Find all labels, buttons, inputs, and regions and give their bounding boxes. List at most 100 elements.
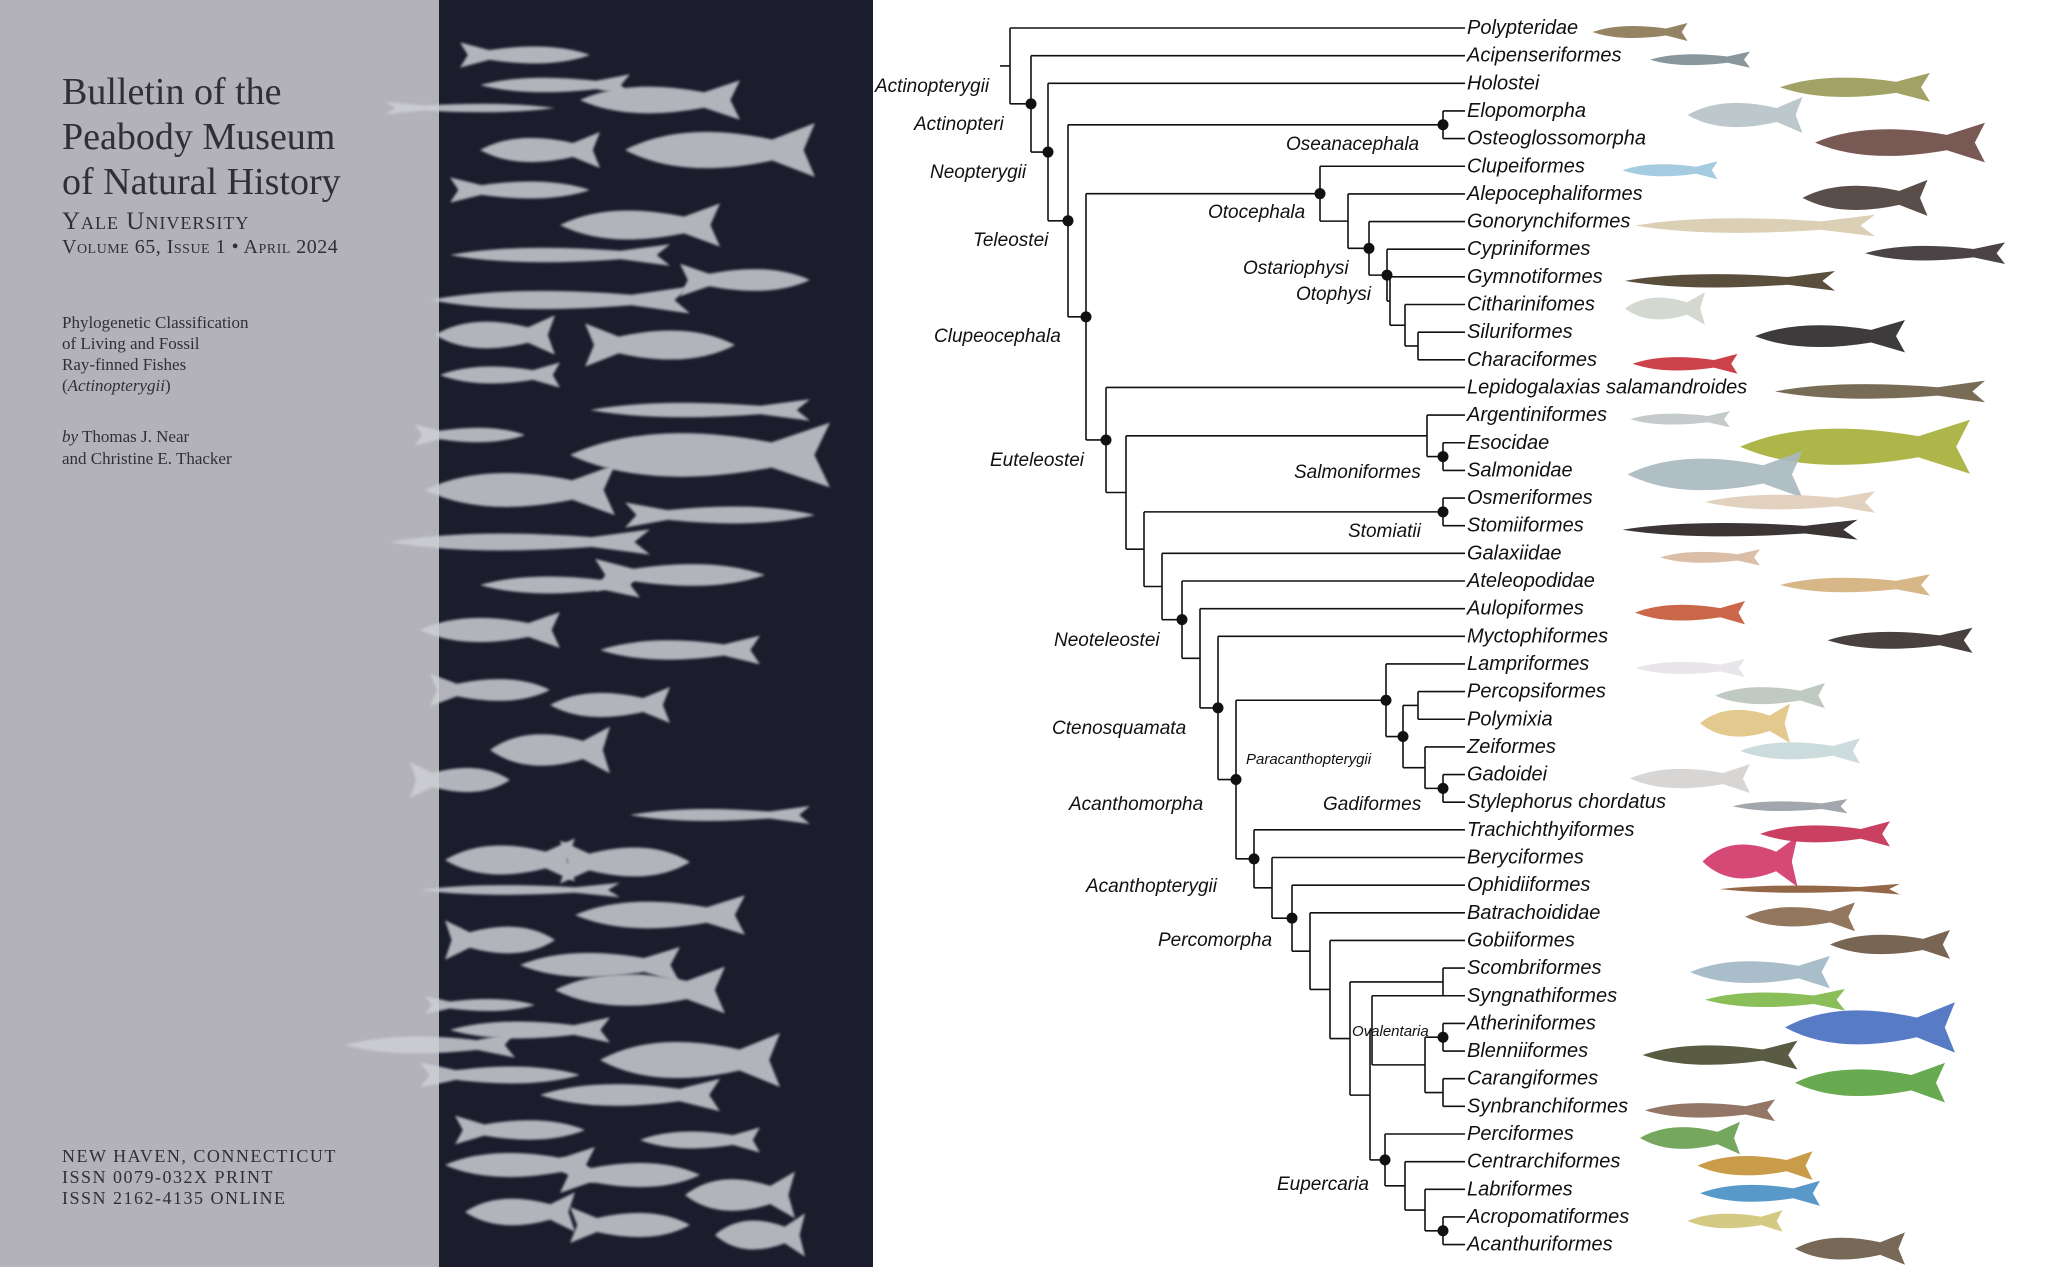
node-dot (1025, 98, 1037, 110)
tip-label: Perciformes (1467, 1123, 1574, 1145)
xray-fish (450, 244, 670, 266)
fish-illustration (1687, 96, 1803, 133)
tip-label: Stomiiformes (1467, 515, 1584, 537)
fish-illustration (1795, 1232, 1905, 1265)
clade-label-teleostei: Teleostei (973, 230, 1049, 251)
clade-label-euteleostei: Euteleostei (990, 450, 1085, 471)
xray-fish (345, 1032, 515, 1058)
fish-illustration (1700, 1180, 1820, 1206)
fish-illustration (1660, 549, 1760, 566)
node-dot (1397, 731, 1409, 743)
fish-illustration (1802, 179, 1928, 216)
tip-label: Lampriformes (1467, 653, 1589, 675)
xray-fish (560, 1157, 700, 1193)
tip-label: Atheriniformes (1466, 1012, 1596, 1034)
node-dot (1286, 912, 1298, 924)
xray-fish (480, 74, 630, 96)
fish-illustration (1630, 411, 1730, 428)
fish-illustration (1780, 574, 1930, 596)
tip-label: Argentiniformes (1466, 404, 1607, 426)
author-line-2: and Christine E. Thacker (62, 449, 232, 468)
xray-fish (550, 687, 670, 723)
clade-label-otocephala: Otocephala (1208, 202, 1305, 223)
xray-fish (570, 1207, 690, 1243)
clade-label-actinopterygii: Actinopterygii (874, 76, 990, 97)
tip-label: Polypteridae (1467, 17, 1578, 39)
node-dot (1437, 119, 1449, 131)
node-dot (1248, 853, 1260, 865)
node-dot (1230, 774, 1242, 786)
tip-label: Centrarchiformes (1467, 1151, 1620, 1173)
cover-title-panel: Bulletin of the Peabody Museum of Natura… (0, 0, 439, 1267)
fish-illustration (1830, 930, 1950, 959)
xray-fish (450, 177, 590, 203)
xray-fish (580, 80, 740, 120)
tip-label: Beryciformes (1467, 847, 1584, 869)
node-dot (1437, 451, 1449, 463)
clade-label-actinopteri: Actinopteri (913, 114, 1005, 135)
tip-label: Elopomorpha (1467, 100, 1586, 122)
xray-fish (595, 558, 765, 592)
xray-fish (460, 42, 590, 68)
xray-fish (480, 572, 640, 598)
fish-illustration (1732, 799, 1848, 814)
xray-fish (440, 362, 560, 388)
fish-illustration (1780, 72, 1930, 102)
clade-label-ovalentaria: Ovalentaria (1352, 1023, 1429, 1040)
fish-illustration (1720, 883, 1900, 895)
fish-illustration (1815, 122, 1985, 163)
fish-illustration (1625, 270, 1835, 291)
fish-illustration (1715, 683, 1825, 709)
fish-illustration (1625, 292, 1705, 325)
node-dot (1437, 1031, 1449, 1043)
fish-illustration (1700, 703, 1790, 744)
xray-fish (415, 424, 525, 446)
xray-fish (520, 947, 680, 983)
fish-illustration (1702, 836, 1798, 887)
fish-illustration (1827, 627, 1973, 653)
node-dot (1437, 506, 1449, 518)
xray-fish (425, 464, 615, 516)
node-dot (1212, 702, 1224, 714)
xray-fish (435, 315, 555, 355)
xray-fish (445, 920, 555, 960)
xray-fish (480, 132, 600, 168)
fish-illustration (1775, 380, 1985, 403)
tip-label: Clupeiformes (1467, 155, 1585, 177)
clade-label-ctenosquamata: Ctenosquamata (1052, 718, 1186, 739)
journal-title-line-1: Bulletin of the (62, 71, 282, 113)
xray-fish (455, 1115, 585, 1145)
tip-label: Myctophiformes (1467, 625, 1608, 647)
fish-illustration (1645, 1099, 1775, 1122)
clade-label-stomiatii: Stomiatii (1348, 521, 1422, 542)
clade-label-neopterygii: Neopterygii (930, 162, 1027, 183)
fish-illustration (1635, 214, 1875, 237)
journal-title-line-2: Peabody Museum (62, 116, 336, 158)
xray-fish (445, 838, 575, 882)
fish-illustration (1705, 988, 1845, 1011)
xray-fish (715, 1213, 805, 1257)
tip-label: Galaxiidae (1467, 542, 1562, 564)
node-dot (1379, 1154, 1391, 1166)
article-taxon: (Actinopterygii) (62, 376, 171, 395)
xray-fish (425, 996, 535, 1014)
clade-label-percomorpha: Percomorpha (1158, 930, 1272, 951)
article-taxon-name: Actinopterygii (67, 376, 165, 395)
clade-label-clupeocephala: Clupeocephala (934, 326, 1061, 347)
xray-fish-collage (345, 42, 830, 1257)
tip-label: Esocidae (1467, 432, 1549, 454)
clade-label-acanthopterygii: Acanthopterygii (1085, 876, 1218, 897)
node-dot (1176, 614, 1188, 626)
clade-label-gadiformes: Gadiformes (1323, 794, 1422, 815)
xray-fish (420, 612, 560, 648)
tip-label: Ophidiiformes (1467, 874, 1590, 896)
tip-label: Syngnathiformes (1467, 985, 1617, 1007)
tip-label: Trachichthyiformes (1467, 819, 1634, 841)
clade-label-oseanacephala: Oseanacephala (1286, 134, 1419, 155)
xray-fish (555, 966, 725, 1014)
tip-label: Gobiiformes (1467, 929, 1575, 951)
fish-illustration (1592, 23, 1688, 41)
fish-illustration (1690, 955, 1830, 989)
tip-label: Citharinifomes (1467, 294, 1595, 316)
tip-label: Acipenseriformes (1466, 45, 1622, 67)
